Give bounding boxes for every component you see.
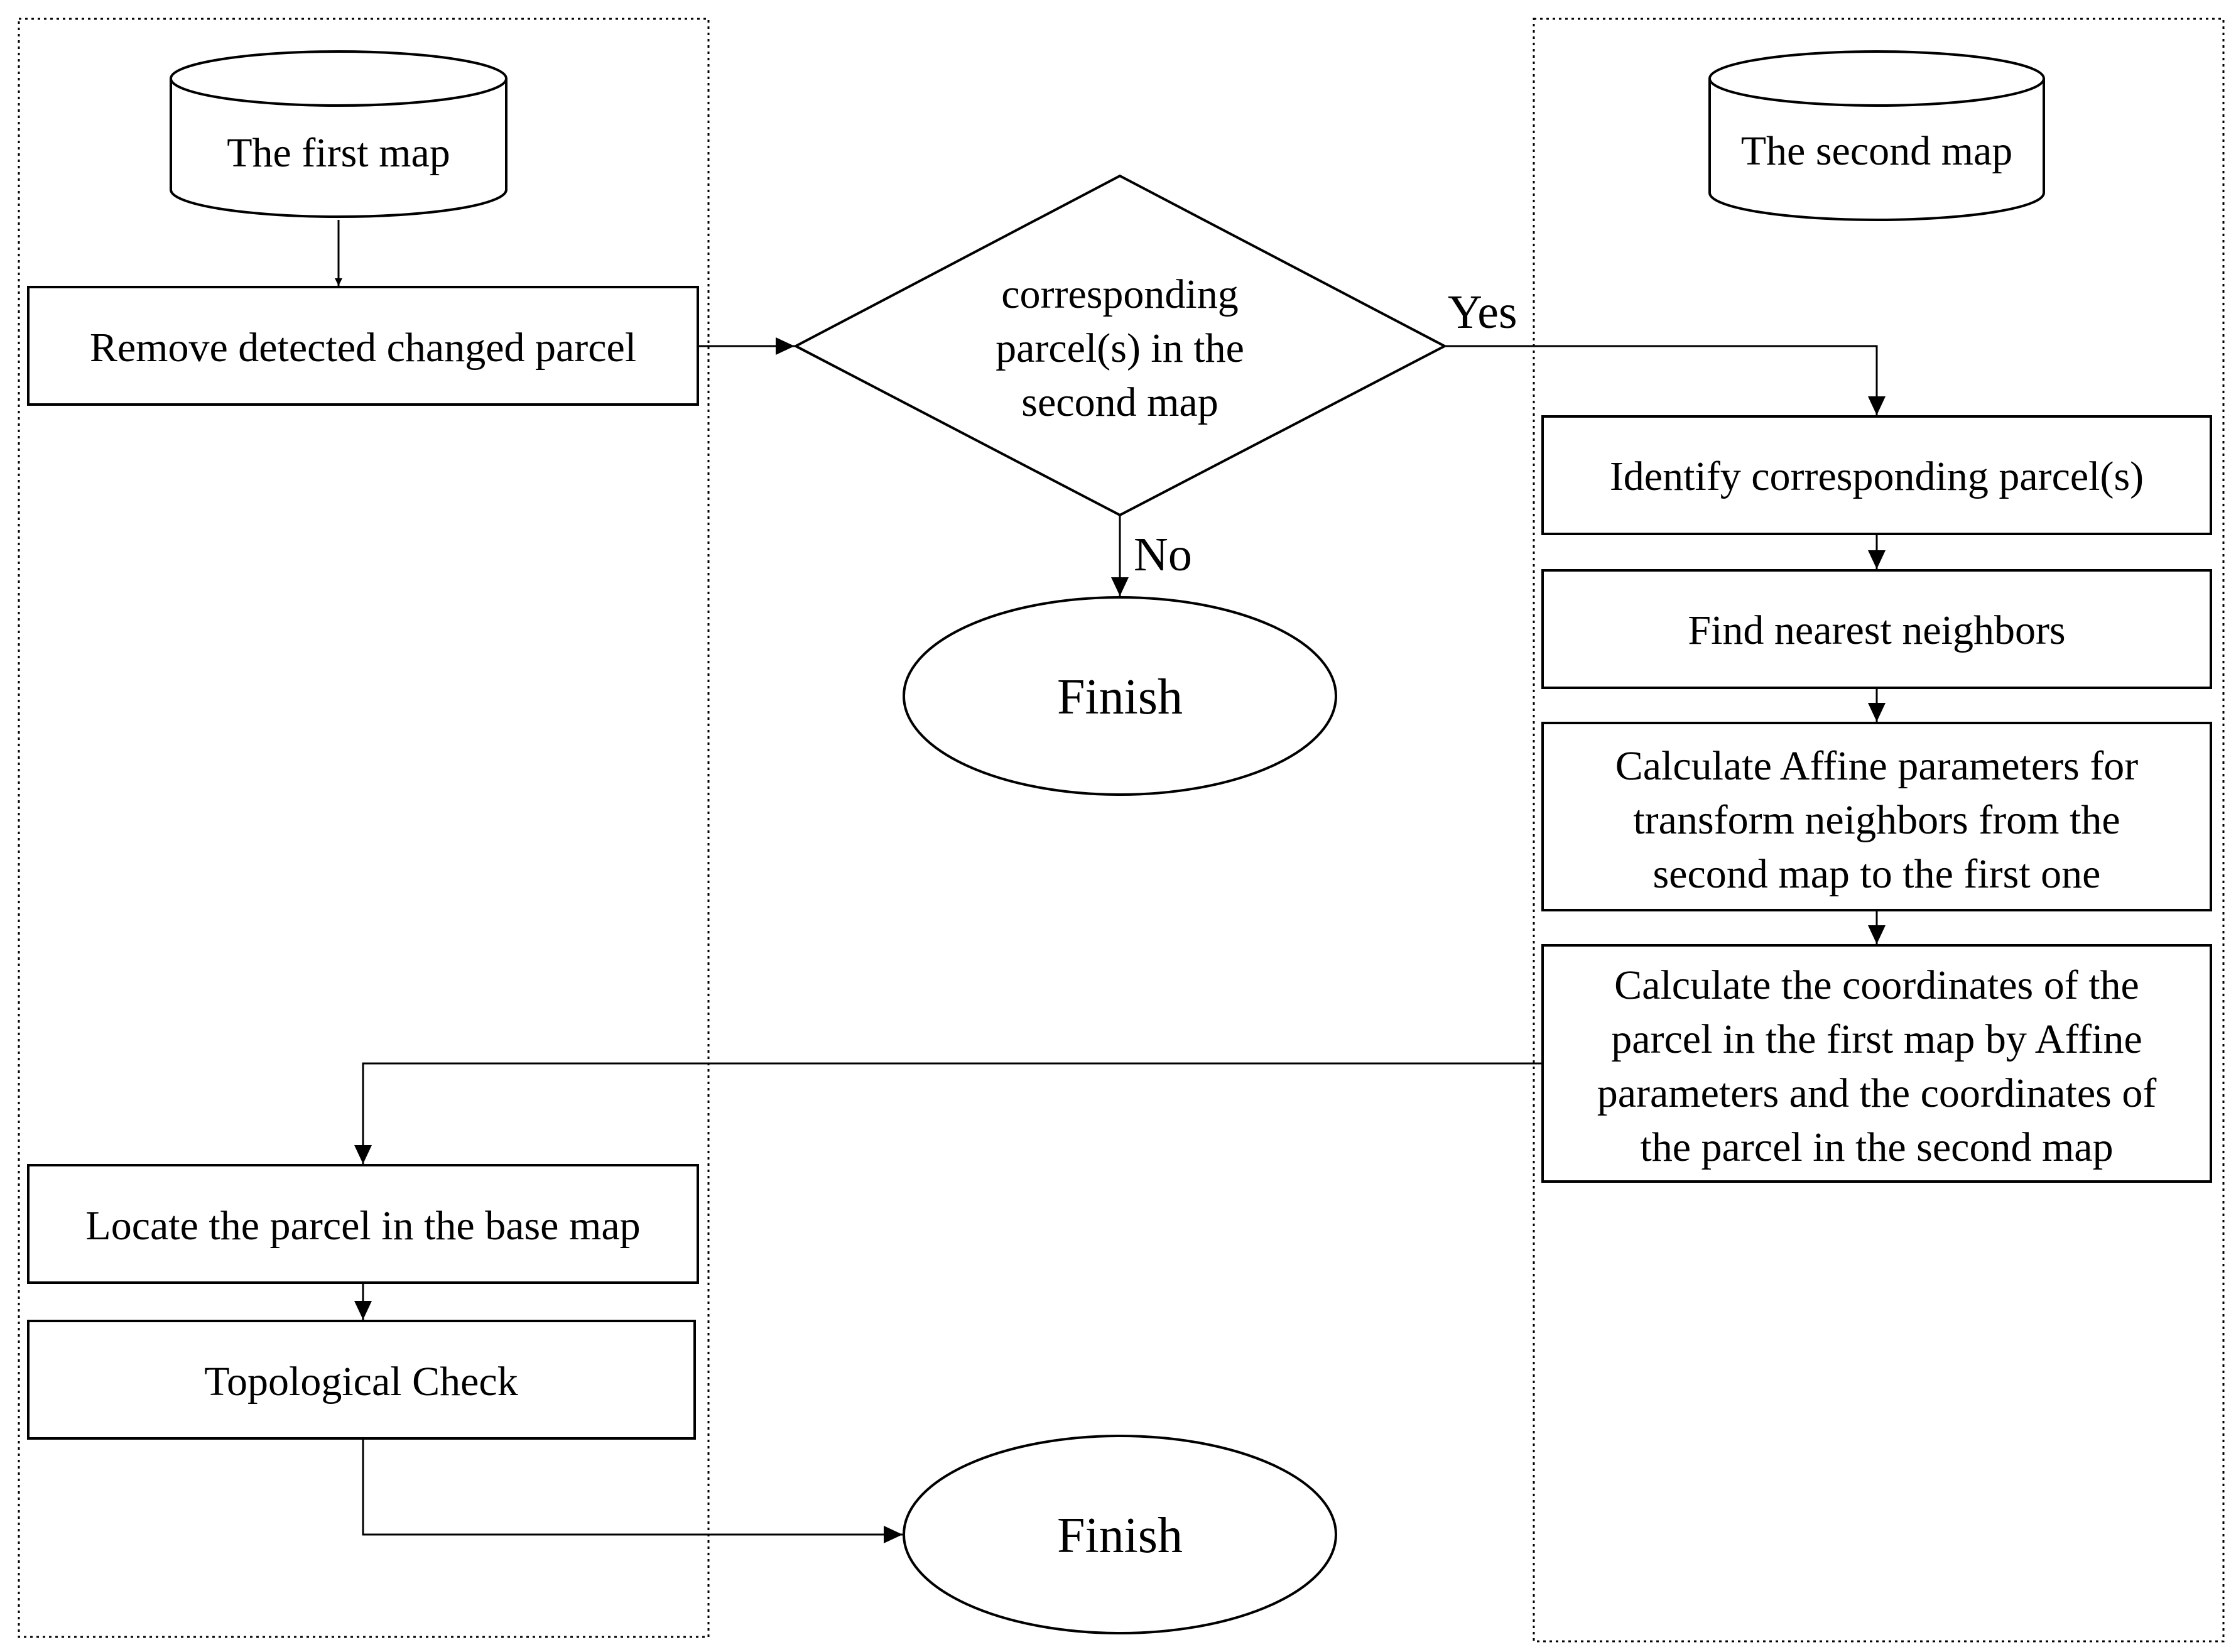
process-topological-check-label: Topological Check bbox=[204, 1359, 518, 1405]
process-calculate-affine-line-2: transform neighbors from the bbox=[1633, 797, 2120, 843]
left-panel-frame bbox=[18, 18, 710, 1638]
process-calculate-affine-line-3: second map to the first one bbox=[1653, 851, 2101, 897]
no-label: No bbox=[1134, 528, 1192, 581]
process-calculate-coordinates-line-3: parameters and the coordinates of bbox=[1597, 1070, 2157, 1116]
finish-terminal-bottom: Finish bbox=[903, 1435, 1337, 1634]
process-identify-corresponding: Identify corresponding parcel(s) bbox=[1541, 415, 2212, 535]
decision-line-1: corresponding bbox=[1001, 271, 1239, 317]
finish-terminal-top: Finish bbox=[903, 596, 1337, 796]
decision-line-3: second map bbox=[1021, 379, 1218, 425]
process-calculate-coordinates-line-2: parcel in the first map by Affine bbox=[1611, 1016, 2142, 1062]
finish-bottom-label: Finish bbox=[1057, 1508, 1183, 1563]
second-map-label: The second map bbox=[1741, 128, 2013, 174]
arrow-decision-yes-to-identify bbox=[1445, 345, 1886, 415]
arrow-topological-to-finish bbox=[362, 1440, 903, 1543]
process-locate-parcel-label: Locate the parcel in the base map bbox=[85, 1203, 640, 1249]
finish-top-label: Finish bbox=[1057, 670, 1183, 725]
decision-corresponding-parcels: corresponding parcel(s) in the second ma… bbox=[793, 174, 1448, 517]
process-calculate-coordinates-line-1: Calculate the coordinates of the bbox=[1614, 962, 2139, 1008]
arrow-coordinates-to-locate bbox=[354, 1062, 1543, 1164]
process-calculate-coordinates-line-4: the parcel in the second map bbox=[1640, 1124, 2113, 1170]
right-panel-frame bbox=[1533, 18, 2225, 1643]
process-locate-parcel: Locate the parcel in the base map bbox=[27, 1164, 699, 1284]
process-remove-changed-parcel-label: Remove detected changed parcel bbox=[90, 325, 636, 371]
process-topological-check: Topological Check bbox=[27, 1320, 696, 1440]
process-calculate-coordinates: Calculate the coordinates of the parcel … bbox=[1541, 944, 2212, 1183]
process-find-neighbors: Find nearest neighbors bbox=[1541, 569, 2212, 689]
second-map-database: The second map bbox=[1708, 50, 2045, 221]
first-map-database: The first map bbox=[170, 50, 507, 218]
process-calculate-affine: Calculate Affine parameters for transfor… bbox=[1541, 722, 2212, 911]
first-map-label: The first map bbox=[227, 130, 450, 176]
process-remove-changed-parcel: Remove detected changed parcel bbox=[27, 286, 699, 406]
process-identify-corresponding-label: Identify corresponding parcel(s) bbox=[1610, 454, 2144, 499]
yes-label: Yes bbox=[1448, 286, 1517, 339]
process-calculate-affine-line-1: Calculate Affine parameters for bbox=[1615, 743, 2139, 789]
decision-line-2: parcel(s) in the bbox=[996, 325, 1244, 371]
process-find-neighbors-label: Find nearest neighbors bbox=[1688, 607, 2065, 653]
